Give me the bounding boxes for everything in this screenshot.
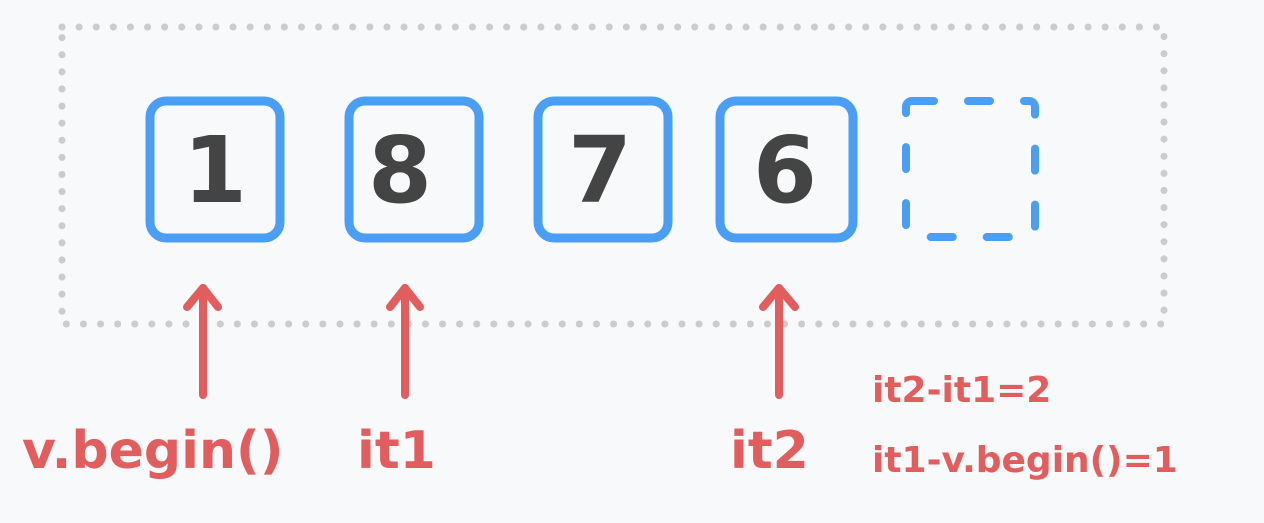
vector-cell-1: 8 (344, 96, 484, 243)
it2-arrow (759, 284, 799, 399)
vector-cell-3: 6 (715, 96, 858, 243)
it1-label: it1 (357, 421, 436, 481)
vector-cell-0: 1 (145, 96, 285, 243)
equation-it2-minus-it1: it2-it1=2 (872, 370, 1051, 411)
begin-arrow (183, 284, 222, 399)
cell-3-value: 6 (753, 117, 817, 224)
vector-container (58, 23, 1168, 328)
cell-0-value: 1 (183, 117, 247, 224)
cell-0-box (145, 96, 285, 243)
cell-2-value: 7 (568, 117, 632, 224)
cell-1-box (344, 96, 484, 243)
cell-3-box (715, 96, 858, 243)
cell-1-value: 8 (368, 117, 432, 224)
cell-2-box (533, 96, 673, 243)
vector-cell-2: 7 (533, 96, 673, 243)
equation-it1-minus-begin: it1-v.begin()=1 (872, 440, 1178, 481)
begin-label: v.begin() (22, 421, 284, 481)
end-cell-box (902, 97, 1039, 241)
it1-arrow (386, 284, 424, 399)
it2-label: it2 (730, 421, 809, 481)
vector-cell-end (902, 97, 1039, 241)
